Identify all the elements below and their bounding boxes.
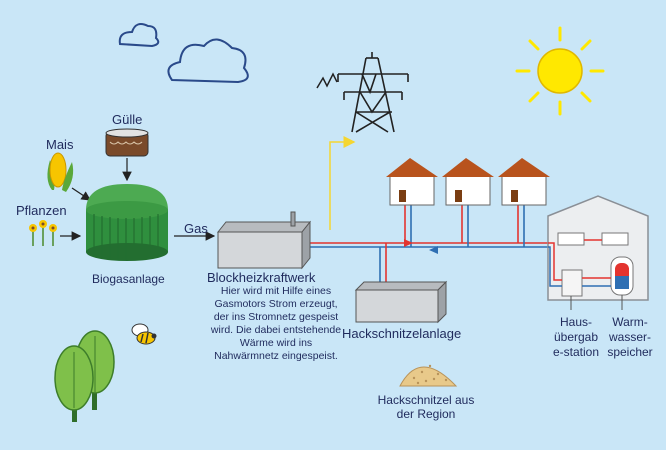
- label-pflanzen: Pflanzen: [16, 203, 67, 218]
- sun-icon: [515, 26, 605, 116]
- biogas-digester-icon: [86, 184, 168, 261]
- flower-icon: [29, 220, 57, 246]
- label-blockheizkraftwerk: Blockheizkraftwerk: [207, 270, 316, 285]
- label-hackschnitzelanlage: Hackschnitzelanlage: [342, 326, 462, 341]
- house-icon: [386, 158, 438, 206]
- corn-icon: [47, 152, 74, 192]
- label-guelle: Gülle: [112, 112, 143, 127]
- flow-arrow-icon: [404, 239, 413, 247]
- power-line: [329, 136, 356, 230]
- label-warmwasserspeicher: Warm-wasser-speicher: [607, 315, 653, 359]
- spark-icon: [316, 72, 338, 89]
- power-pylon-icon: [337, 52, 409, 133]
- label-gas: Gas: [184, 221, 208, 236]
- label-hausuebergabestation: Haus-übergabe-station: [552, 315, 600, 359]
- chp-building-icon: [216, 211, 312, 270]
- tree-icon: [54, 345, 94, 422]
- label-hackschnitzel: Hackschnitzel aus der Region: [377, 393, 475, 421]
- bee-icon: [131, 323, 157, 345]
- woodchip-plant-icon: [354, 280, 448, 324]
- flow-arrow-icon: [429, 246, 438, 254]
- cloud-icon: [167, 38, 249, 84]
- heat-network: [310, 205, 548, 282]
- label-mais: Mais: [46, 137, 74, 152]
- woodchip-pile-icon: [399, 364, 458, 387]
- building-interior: [547, 195, 649, 310]
- manure-tank-icon: [105, 128, 149, 157]
- house-icon: [498, 158, 550, 206]
- label-bhkw-description: Hier wird mit Hilfe eines Gasmotors Stro…: [210, 285, 342, 362]
- transfer-station-box: [561, 269, 583, 297]
- house-icon: [442, 158, 494, 206]
- cloud-icon: [118, 23, 160, 48]
- label-biogasanlage: Biogasanlage: [92, 272, 165, 286]
